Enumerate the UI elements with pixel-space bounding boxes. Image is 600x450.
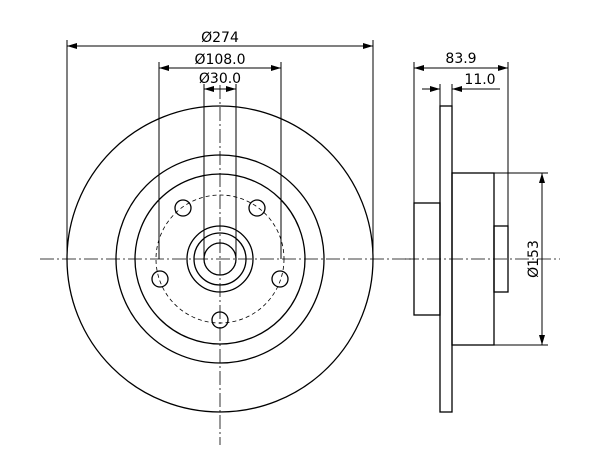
bolt-hole [151,270,169,288]
dim-outer-diameter: Ø274 [201,30,239,46]
friction-ring-inner-edge [115,154,325,364]
side-view: 83.9 11.0 Ø153 [405,51,560,413]
hub-shoulder [186,225,254,293]
hub-spigot-right [493,225,509,293]
hub-spigot-left [413,202,441,316]
dim-center-bore: Ø30.0 [199,71,241,87]
dim-hub-diameter: Ø153 [526,240,542,278]
dim-bolt-circle: Ø108.0 [194,52,245,68]
hub-flange-edge [134,173,306,345]
bolt-hole [211,311,229,329]
front-view: Ø274 Ø108.0 Ø30.0 [40,30,415,445]
bolt-circle [155,194,285,324]
bolt-hole [248,199,266,217]
bolt-hole [271,270,289,288]
bolt-hole [174,199,192,217]
bearing-seat [193,232,247,286]
dim-disc-thickness: 11.0 [464,72,495,88]
dim-total-height: 83.9 [445,51,476,67]
